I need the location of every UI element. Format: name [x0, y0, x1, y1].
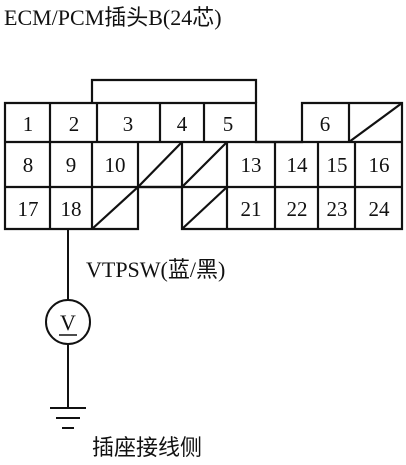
pin-17: 17: [18, 197, 39, 221]
pin-labels: 1 2 3 4 5 6 8 9 10 13 14 15 16 17 18 21 …: [18, 112, 391, 221]
empty-cavity-7: [348, 102, 403, 143]
pin-23: 23: [327, 197, 348, 221]
pin-13: 13: [241, 153, 262, 177]
test-circuit: [45, 229, 91, 429]
pin-5: 5: [223, 112, 234, 136]
empty-cavity-20: [181, 186, 228, 230]
pin-21: 21: [241, 197, 262, 221]
pin-6: 6: [320, 112, 331, 136]
pin-24: 24: [369, 197, 391, 221]
pin-9: 9: [66, 153, 77, 177]
empty-cavity-19: [91, 186, 139, 230]
diagram-title: ECM/PCM插头B(24芯): [4, 5, 222, 30]
wire-label: VTPSW(蓝/黑): [86, 257, 225, 282]
pin-18: 18: [61, 197, 82, 221]
voltmeter-label: V: [60, 310, 76, 335]
pin-22: 22: [287, 197, 308, 221]
pin-10: 10: [105, 153, 126, 177]
connector-body: [3, 78, 404, 231]
ground-icon: [50, 407, 86, 429]
pin-15: 15: [327, 153, 348, 177]
pin-2: 2: [69, 112, 80, 136]
pin-16: 16: [369, 153, 390, 177]
empty-cavity-11: [137, 141, 183, 188]
footer-caption: 插座接线侧: [92, 435, 202, 460]
empty-cavity-12: [181, 141, 228, 188]
connector-latch-tab: [90, 78, 258, 103]
pin-14: 14: [287, 153, 309, 177]
pin-3: 3: [123, 112, 134, 136]
pin-8: 8: [23, 153, 34, 177]
pin-1: 1: [23, 112, 34, 136]
pin-4: 4: [177, 112, 188, 136]
